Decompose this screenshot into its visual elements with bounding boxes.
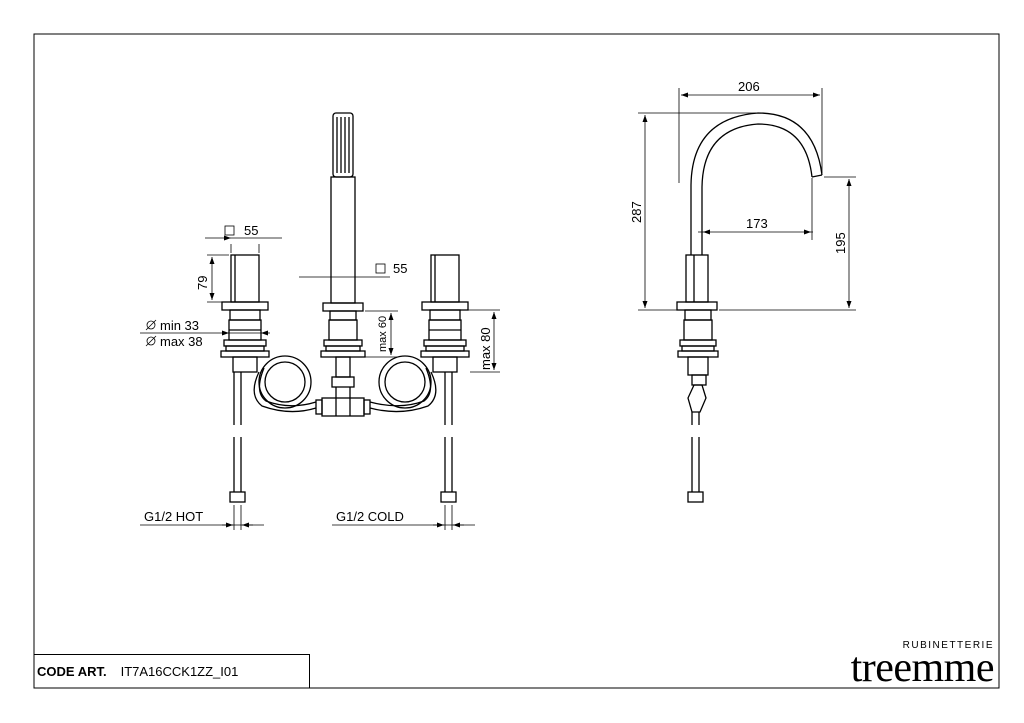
code-article-box: CODE ART. IT7A16CCK1ZZ_I01 bbox=[34, 654, 310, 688]
brand-subtitle: RUBINETTERIE bbox=[902, 640, 994, 651]
spout-height-label: 195 bbox=[833, 232, 848, 254]
height-label: 287 bbox=[629, 201, 644, 223]
front-view bbox=[140, 112, 500, 530]
hose-loops bbox=[253, 355, 437, 413]
cold-valve bbox=[420, 254, 470, 503]
dim-max-80 bbox=[462, 309, 500, 373]
handshower-square-label: 55 bbox=[393, 261, 407, 276]
code-label: CODE ART. bbox=[37, 664, 107, 679]
dim-hot-thread bbox=[140, 505, 264, 530]
hole-max-label: max 38 bbox=[160, 334, 203, 349]
cold-thread-label: G1/2 COLD bbox=[336, 509, 404, 524]
dim-handshower-square bbox=[299, 263, 390, 282]
reach-label: 206 bbox=[738, 79, 760, 94]
hole-min-label: min 33 bbox=[160, 318, 199, 333]
tee-fitting bbox=[315, 397, 371, 417]
hand-shower bbox=[320, 112, 366, 398]
spout-inner-label: 173 bbox=[746, 216, 768, 231]
code-value: IT7A16CCK1ZZ_I01 bbox=[120, 664, 239, 679]
handle-square-label: 55 bbox=[244, 223, 258, 238]
hot-valve bbox=[220, 254, 270, 503]
dim-handle-square bbox=[205, 225, 282, 253]
deck-max-80-label: max 80 bbox=[478, 327, 493, 370]
brand-logo: RUBINETTERIE treemme bbox=[850, 640, 995, 691]
sheet-frame bbox=[33, 33, 1000, 689]
hot-thread-label: G1/2 HOT bbox=[144, 509, 203, 524]
dim-hole-diameter bbox=[140, 319, 270, 347]
dim-handle-height bbox=[207, 254, 229, 303]
side-view bbox=[638, 88, 856, 503]
brand-name: treemme bbox=[850, 645, 995, 691]
handle-height-label: 79 bbox=[195, 276, 210, 290]
deck-max-60-label: max 60 bbox=[377, 316, 389, 352]
spout bbox=[690, 112, 823, 255]
dim-max-60 bbox=[365, 310, 398, 358]
dim-cold-thread bbox=[332, 505, 475, 530]
